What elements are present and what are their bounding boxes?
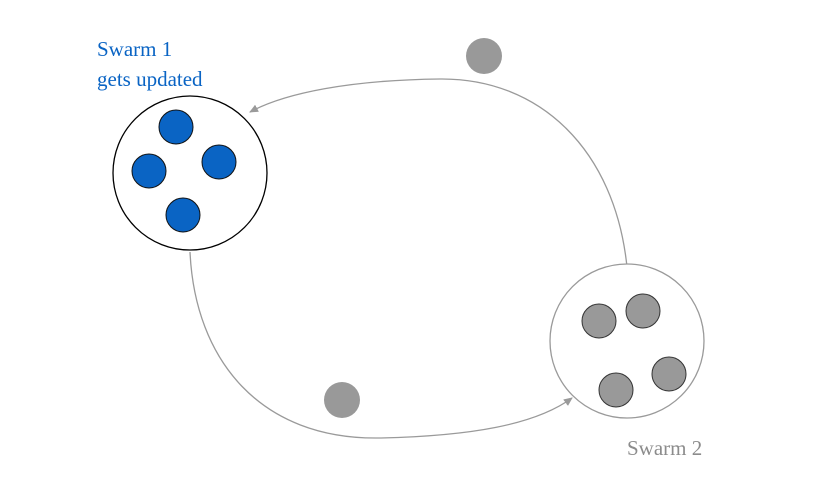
migrating-particle-top [466,38,502,74]
swarm2 [549,263,705,419]
particle [131,153,167,189]
particle [598,372,634,408]
particle [581,303,617,339]
migrating-particle-bottom [324,382,360,418]
particle [625,293,661,329]
swarm1 [112,95,268,251]
particle [165,197,201,233]
edge-swarm2-to-swarm1 [249,78,628,268]
particle [651,356,687,392]
swarm1-label-line1: Swarm 1 [97,37,172,61]
particle [201,144,237,180]
swarm2-label: Swarm 2 [627,436,702,460]
particle [158,109,194,145]
edge-swarm1-to-swarm2 [189,251,573,439]
swarm1-label-line2: gets updated [97,67,203,91]
